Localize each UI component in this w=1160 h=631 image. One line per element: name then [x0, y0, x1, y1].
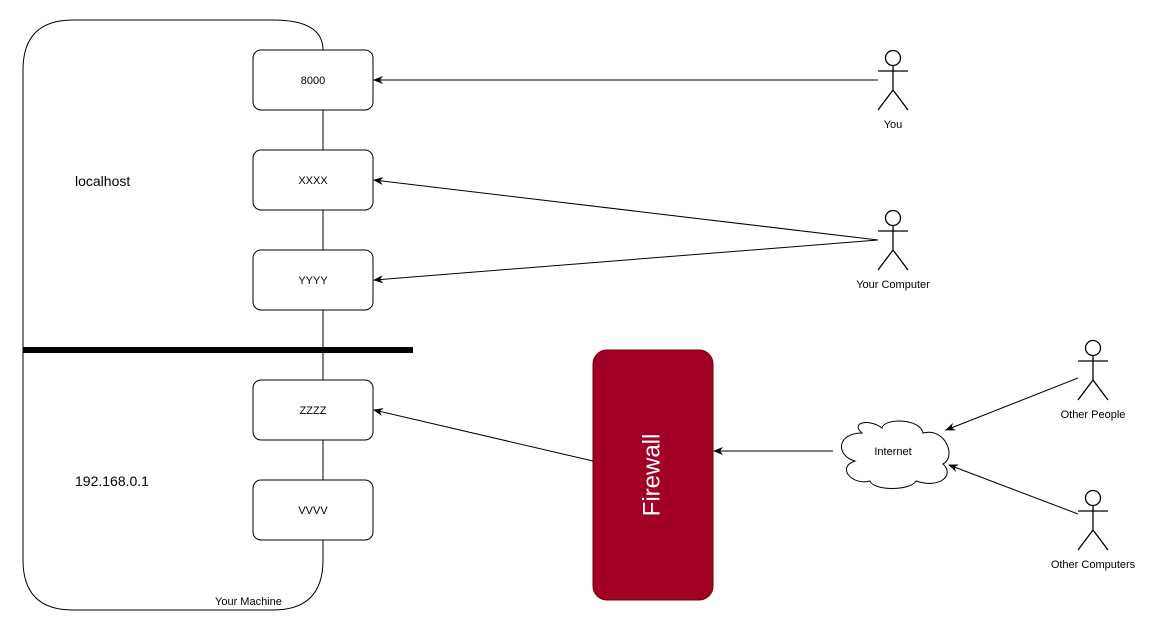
localhost-label: localhost [75, 173, 130, 189]
internet-label: Internet [874, 446, 911, 458]
actor-your-computer[interactable]: Your Computer [856, 209, 930, 292]
actor-label: Other Computers [1051, 559, 1136, 571]
cloud-icon [841, 420, 950, 489]
port-vvvv[interactable]: VVVV [252, 479, 374, 541]
actor-other-people[interactable]: Other People [1061, 339, 1126, 422]
edge-your-computer-to-yyyy [373, 239, 879, 284]
port-label: XXXX [298, 175, 328, 187]
internet-cloud[interactable]: Internet [841, 420, 950, 489]
port-label: ZZZZ [300, 405, 327, 417]
edge-other-people-to-internet [945, 377, 1079, 431]
actor-you[interactable]: You [877, 49, 909, 132]
port-8000[interactable]: 8000 [252, 49, 374, 111]
firewall-label: Firewall [638, 434, 665, 517]
edge-firewall-to-zzzz [373, 408, 594, 462]
edge-other-computers-to-internet [948, 464, 1079, 515]
actor-label: Your Computer [856, 279, 930, 291]
port-xxxx[interactable]: XXXX [252, 149, 374, 211]
actor-label: Other People [1061, 409, 1126, 421]
person-icon [1084, 339, 1102, 357]
port-zzzz[interactable]: ZZZZ [252, 379, 374, 441]
actor-label: You [884, 119, 903, 131]
person-icon [1084, 489, 1102, 507]
machine-container [22, 19, 324, 611]
machine-caption: Your Machine [215, 596, 282, 608]
actor-other-computers[interactable]: Other Computers [1051, 489, 1136, 572]
port-label: YYYY [298, 275, 328, 287]
lan-ip-label: 192.168.0.1 [75, 473, 149, 489]
port-label: 8000 [301, 75, 325, 87]
edge-your-computer-to-xxxx [373, 177, 879, 241]
port-label: VVVV [298, 505, 328, 517]
firewall[interactable]: Firewall [592, 349, 714, 601]
person-icon [884, 49, 902, 67]
person-icon [884, 209, 902, 227]
port-yyyy[interactable]: YYYY [252, 249, 374, 311]
